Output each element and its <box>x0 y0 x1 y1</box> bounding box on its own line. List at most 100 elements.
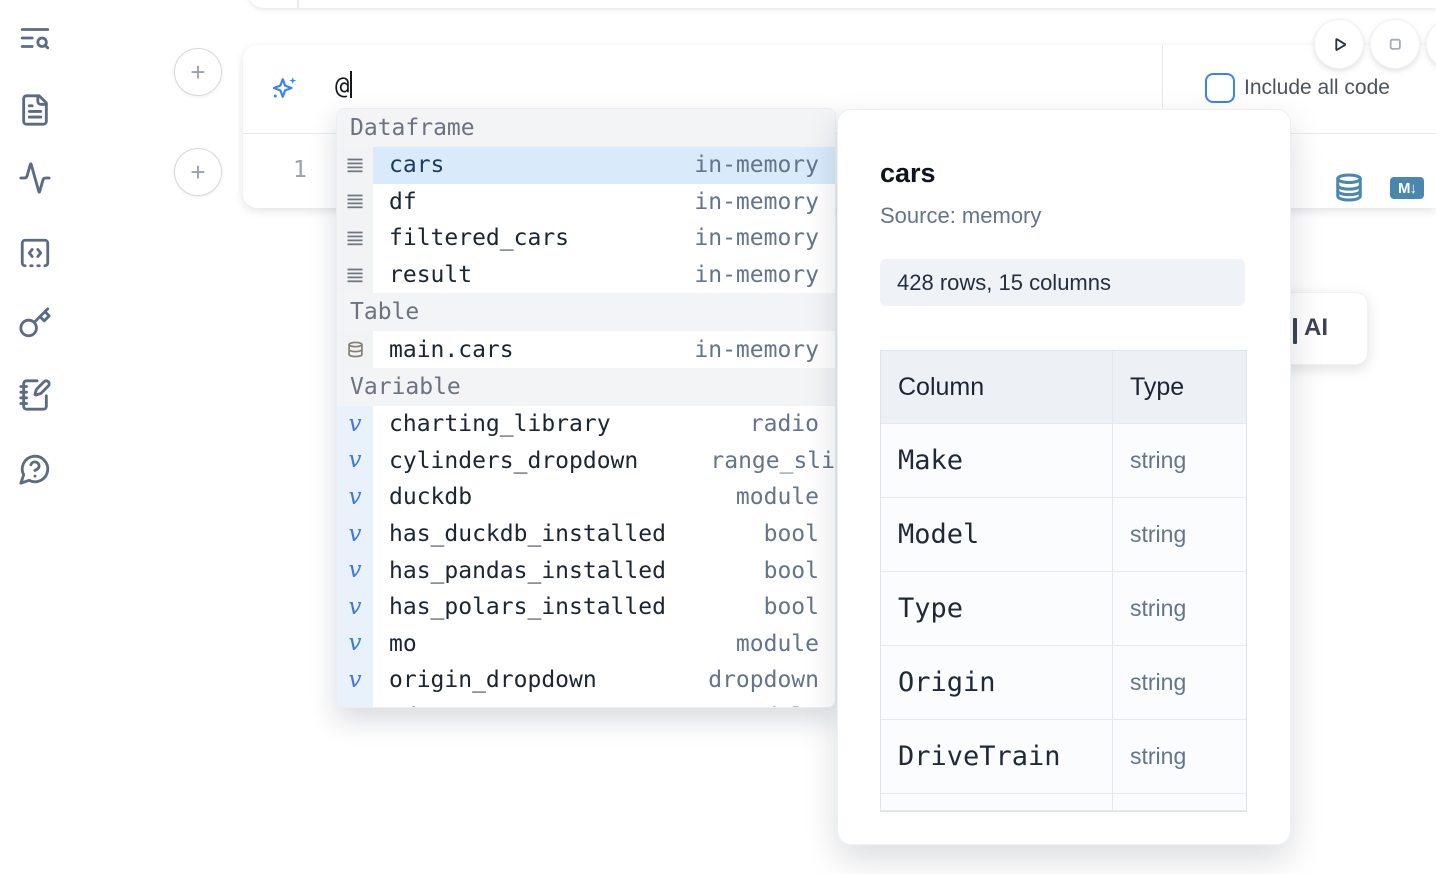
column-header: Type <box>1130 372 1185 401</box>
column-name: Make <box>898 445 964 476</box>
autocomplete-item-content: df in-memory <box>373 184 835 221</box>
column-type: string <box>1130 669 1187 695</box>
item-name: has_duckdb_installed <box>389 521 666 548</box>
item-name: charting_library <box>389 411 611 438</box>
autocomplete-item[interactable]: result in-memory <box>337 256 835 294</box>
autocomplete-item[interactable]: cars in-memory <box>337 147 835 184</box>
schema-cell: string <box>1113 498 1246 571</box>
item-type: bool <box>763 594 819 621</box>
variable-icon: v <box>337 588 373 626</box>
item-name: main.cars <box>389 336 514 363</box>
markdown-icon[interactable]: M↓ <box>1390 177 1424 199</box>
add-cell-button[interactable]: + <box>174 148 222 196</box>
dataframe-rows-icon <box>337 220 373 257</box>
column-type: string <box>1130 595 1187 621</box>
autocomplete-item-content: origin_dropdown dropdown <box>373 662 835 699</box>
run-button[interactable] <box>1315 20 1363 68</box>
divider <box>1162 45 1163 134</box>
schema-cell: string <box>1113 646 1246 719</box>
item-name: result <box>389 262 473 289</box>
variable-icon: v <box>337 552 373 589</box>
autocomplete-item-content: cars in-memory <box>373 147 835 184</box>
schema-header-row: Column Type <box>881 351 1246 423</box>
item-type: in-memory <box>694 188 819 215</box>
table-row-partial <box>881 793 1246 811</box>
database-icon[interactable] <box>1334 171 1366 205</box>
dataframe-rows-icon <box>337 256 373 294</box>
item-type: in-memory <box>694 336 819 363</box>
dataframe-rows-icon <box>337 147 373 184</box>
item-type: module <box>735 484 819 511</box>
autocomplete-section-header: Variable <box>337 367 835 406</box>
schema-cell: Model <box>881 498 1113 571</box>
item-type: in-memory <box>694 262 819 289</box>
schema-cell: Origin <box>881 646 1113 719</box>
item-name: has_pandas_installed <box>389 557 666 584</box>
autocomplete-item[interactable]: df in-memory <box>337 183 835 221</box>
preview-source: Source: memory <box>880 203 1042 228</box>
autocomplete-item[interactable]: filtered_cars in-memory <box>337 220 835 257</box>
ai-prompt-input[interactable]: @ <box>335 71 353 100</box>
column-name: Type <box>898 593 964 624</box>
add-cell-button[interactable]: + <box>174 48 222 96</box>
sparkles-icon <box>272 77 297 98</box>
item-type: in-memory <box>694 225 819 252</box>
preview-summary-badge: 428 rows, 15 columns <box>880 259 1245 306</box>
file-text-icon[interactable] <box>18 93 54 129</box>
autocomplete-item-content: pd module <box>373 699 835 707</box>
item-type: in-memory <box>694 152 819 179</box>
item-name: cars <box>389 152 445 179</box>
code-snippets-icon[interactable] <box>18 236 54 272</box>
text-search-icon[interactable] <box>18 21 54 57</box>
key-icon[interactable] <box>18 306 54 342</box>
item-name: filtered_cars <box>389 225 570 252</box>
activity-icon[interactable] <box>18 161 54 197</box>
column-header: Column <box>898 372 985 401</box>
schema-cell <box>881 794 1113 810</box>
item-name: origin_dropdown <box>389 667 597 694</box>
schema-cell: DriveTrain <box>881 720 1113 793</box>
item-name: df <box>389 188 417 215</box>
include-all-code-checkbox[interactable] <box>1205 73 1235 103</box>
stop-icon <box>1389 38 1401 50</box>
schema-cell: Type <box>881 572 1113 645</box>
autocomplete-item[interactable]: main.cars in-memory <box>337 331 835 368</box>
autocomplete-item-content: main.cars in-memory <box>373 331 835 368</box>
schema-cell: Type <box>1113 351 1246 423</box>
stop-button[interactable] <box>1371 20 1419 68</box>
dataframe-preview-panel: cars Source: memory 428 rows, 15 columns… <box>837 109 1291 845</box>
column-type: string <box>1130 447 1187 473</box>
variable-icon: v <box>337 698 373 707</box>
help-icon[interactable] <box>18 452 54 488</box>
variable-icon: v <box>337 625 373 663</box>
column-name: Origin <box>898 667 996 698</box>
item-type: module <box>735 630 819 657</box>
item-type: module <box>736 704 819 707</box>
autocomplete-item[interactable]: v pd module <box>337 698 835 707</box>
schema-cell: string <box>1113 424 1246 497</box>
scratchpad-icon[interactable] <box>18 378 54 414</box>
item-name: pd <box>389 704 417 707</box>
play-icon <box>1335 38 1347 51</box>
item-type: dropdown <box>708 667 819 694</box>
variable-icon: v <box>337 405 373 443</box>
extra-action-button[interactable] <box>1427 20 1436 68</box>
